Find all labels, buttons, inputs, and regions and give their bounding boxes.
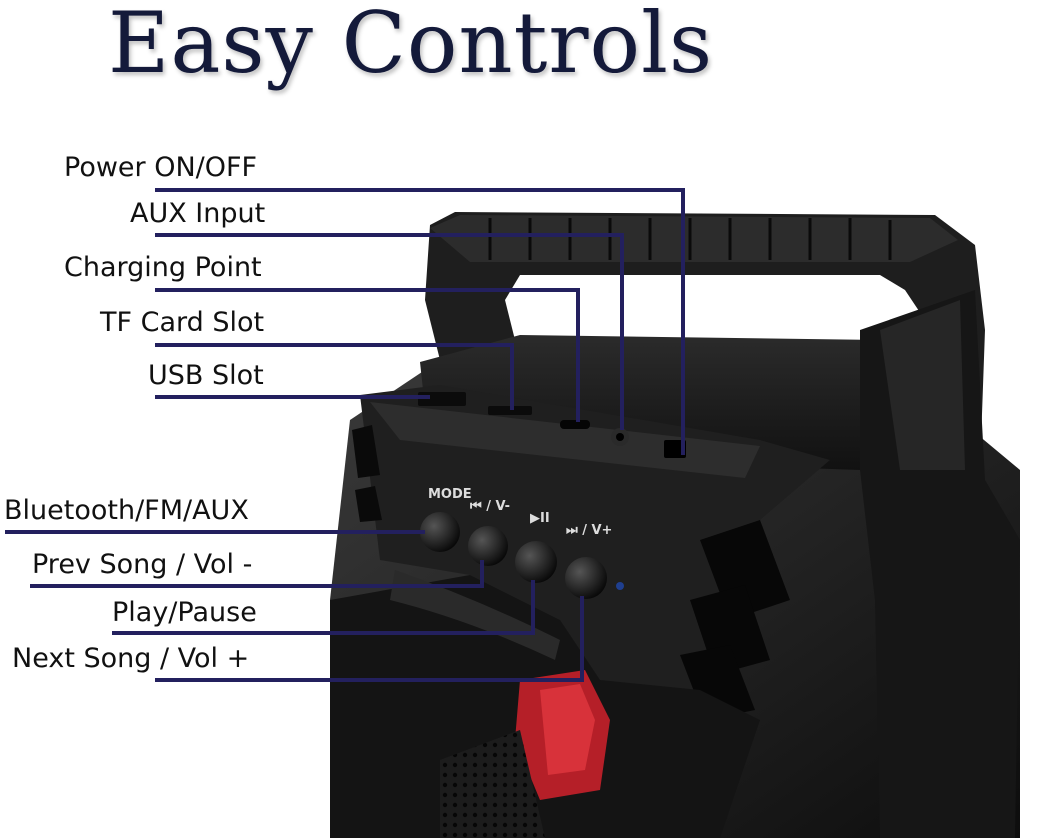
mode-panel-label: MODE	[428, 487, 472, 502]
play-pause-button[interactable]	[515, 541, 557, 583]
callout-aux-input: AUX Input	[130, 198, 266, 229]
next-button[interactable]	[565, 557, 607, 599]
prev-button[interactable]	[468, 526, 508, 566]
callout-charging: Charging Point	[64, 252, 262, 283]
power-switch[interactable]	[664, 440, 686, 458]
callout-usb: USB Slot	[148, 360, 264, 391]
callout-bluetooth-mode: Bluetooth/FM/AUX	[4, 495, 249, 526]
status-led	[616, 582, 624, 590]
prev-panel-label: ⏮ / V-	[470, 499, 510, 514]
callout-power: Power ON/OFF	[64, 152, 258, 183]
next-panel-label: ⏭ / V+	[566, 523, 612, 538]
play-panel-label: ▶II	[530, 511, 550, 526]
callout-play: Play/Pause	[112, 597, 257, 628]
tf-card-slot[interactable]	[488, 406, 532, 415]
charging-port[interactable]	[560, 420, 590, 429]
mode-button[interactable]	[420, 512, 460, 552]
callout-prev: Prev Song / Vol -	[32, 549, 253, 580]
callout-tf-card: TF Card Slot	[100, 307, 265, 338]
page-title: Easy Controls	[108, 0, 714, 92]
speaker-body	[330, 290, 1020, 838]
callout-next: Next Song / Vol +	[12, 643, 250, 674]
leader-lines	[5, 188, 685, 682]
control-buttons	[420, 512, 624, 599]
